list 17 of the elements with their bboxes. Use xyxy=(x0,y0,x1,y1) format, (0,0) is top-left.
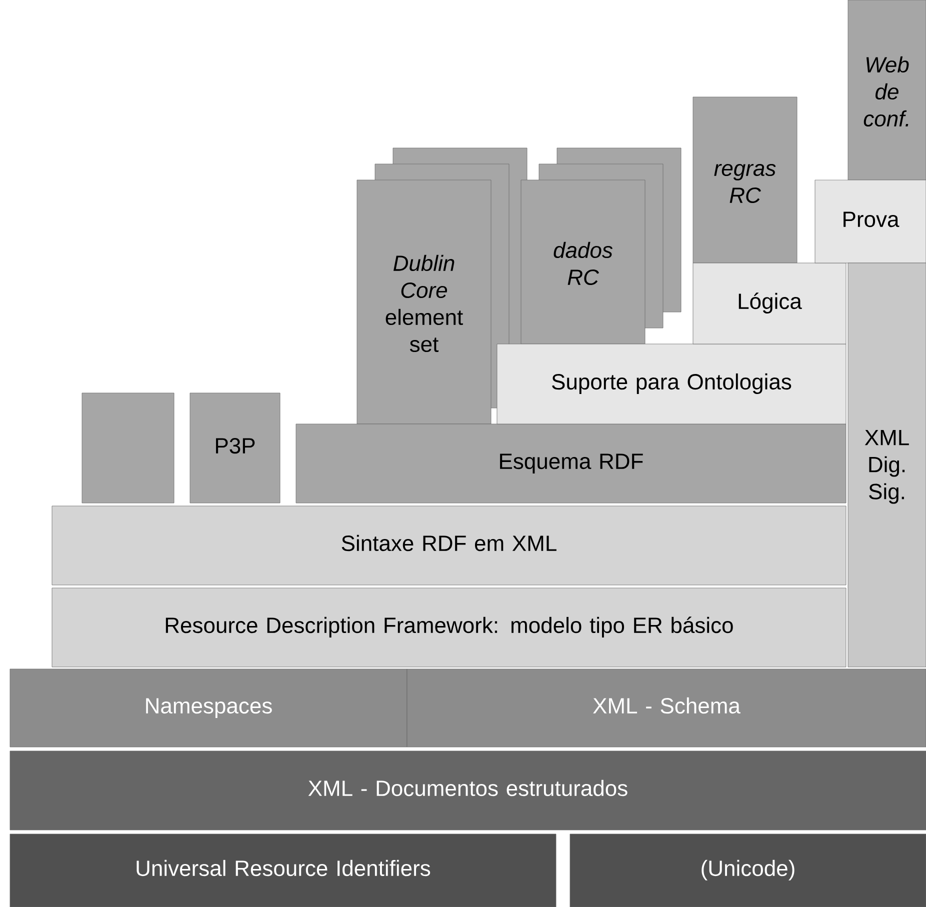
layer-box: P3P xyxy=(190,392,280,504)
layer-box xyxy=(82,392,174,504)
layer-box: Esquema RDF xyxy=(296,424,846,504)
layer-box: Namespaces xyxy=(10,668,408,748)
stacked-box: Dublin Core element set xyxy=(356,148,528,424)
layer-box: Resource Description Framework: modelo tipo ER básico xyxy=(52,588,846,668)
layer-box: XML Dig. Sig. xyxy=(848,262,926,668)
layer-box: regras RC xyxy=(692,96,798,264)
layer-box: Sintaxe RDF em XML xyxy=(52,506,846,586)
layer-box: XML - Documentos estruturados xyxy=(10,750,926,830)
layer-box: XML - Schema xyxy=(406,668,926,748)
layer-box: Web de conf. xyxy=(848,0,926,180)
stacked-box: dados RC xyxy=(520,148,682,344)
layer-box: Prova xyxy=(814,180,926,264)
layer-box: (Unicode) xyxy=(570,834,926,907)
layer-box: Universal Resource Identifiers xyxy=(10,834,556,907)
layer-box: Lógica xyxy=(692,262,846,344)
